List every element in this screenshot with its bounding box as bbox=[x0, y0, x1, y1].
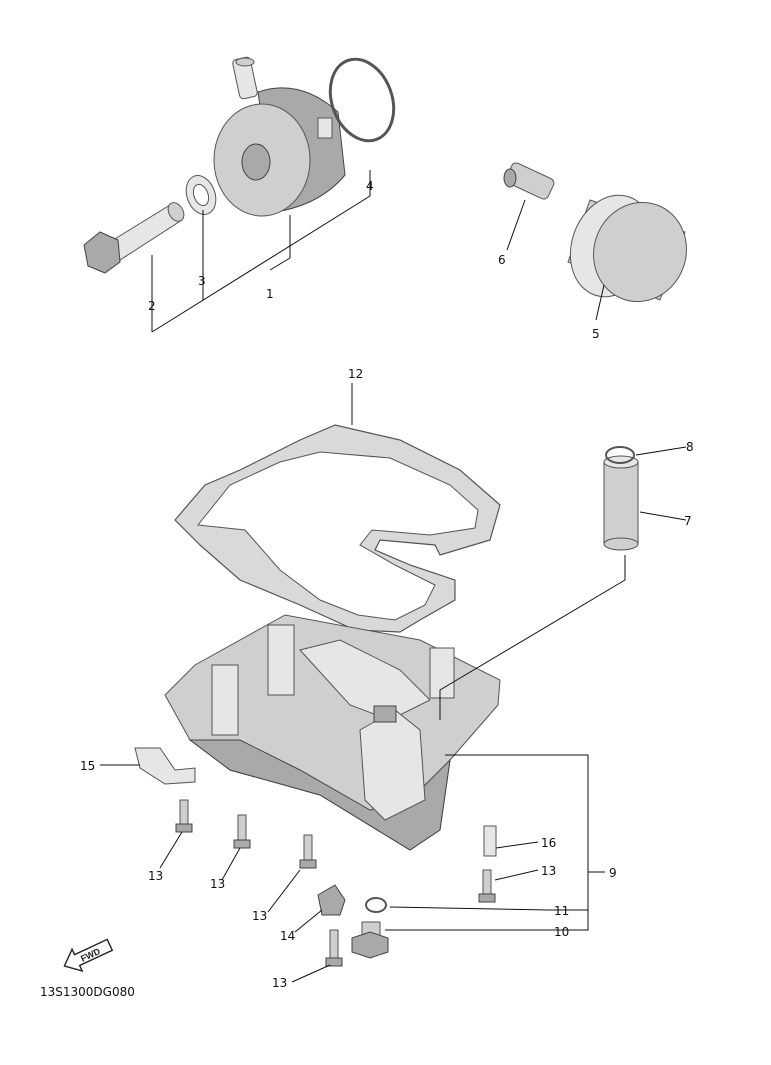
leader-lines bbox=[100, 170, 687, 983]
callout-12: 12 bbox=[348, 367, 363, 381]
bolt[interactable] bbox=[478, 869, 496, 903]
callout-14: 14 bbox=[280, 929, 295, 943]
diagram-code: 13S1300DG080 bbox=[40, 985, 135, 999]
callout-1: 1 bbox=[266, 287, 274, 301]
gasket-washer[interactable] bbox=[365, 897, 387, 913]
callout-5: 5 bbox=[592, 327, 600, 341]
union-bolt[interactable] bbox=[83, 200, 187, 274]
callout-11: 11 bbox=[554, 904, 569, 918]
clip[interactable] bbox=[483, 825, 497, 857]
callout-2: 2 bbox=[148, 299, 156, 313]
callout-6: 6 bbox=[498, 253, 506, 267]
callout-8: 8 bbox=[686, 440, 694, 454]
bolt[interactable] bbox=[299, 834, 317, 869]
callout-7: 7 bbox=[684, 514, 692, 528]
fwd-arrow-icon: FWD bbox=[63, 938, 114, 973]
oil-cooler[interactable] bbox=[213, 56, 346, 217]
callout-13a: 13 bbox=[148, 869, 163, 883]
oil-strainer-pipe[interactable] bbox=[603, 455, 639, 551]
callout-15: 15 bbox=[80, 759, 95, 773]
callout-10: 10 bbox=[554, 925, 569, 939]
bolt[interactable] bbox=[325, 929, 343, 967]
bolt[interactable] bbox=[175, 799, 193, 833]
o-ring[interactable] bbox=[319, 50, 404, 149]
callout-13e: 13 bbox=[272, 976, 287, 990]
baffle[interactable] bbox=[317, 884, 346, 916]
oil-filter-fitting[interactable] bbox=[503, 161, 555, 200]
drain-bolt[interactable] bbox=[351, 921, 389, 959]
callout-labels: 1 2 3 4 5 6 7 8 9 10 11 12 13 13 13 13 1… bbox=[80, 179, 694, 990]
oil-pan-gasket[interactable] bbox=[174, 424, 501, 633]
callout-13d: 13 bbox=[541, 864, 556, 878]
o-ring-small[interactable] bbox=[605, 446, 635, 464]
oil-filter[interactable] bbox=[557, 183, 701, 314]
callout-9: 9 bbox=[609, 866, 617, 880]
callout-13b: 13 bbox=[210, 877, 225, 891]
callout-3: 3 bbox=[198, 274, 206, 288]
callout-13c: 13 bbox=[252, 909, 267, 923]
callout-16: 16 bbox=[541, 836, 556, 850]
oil-pan[interactable] bbox=[164, 614, 501, 851]
bracket[interactable] bbox=[134, 747, 196, 785]
bolt[interactable] bbox=[233, 814, 251, 849]
callout-4: 4 bbox=[366, 179, 374, 193]
